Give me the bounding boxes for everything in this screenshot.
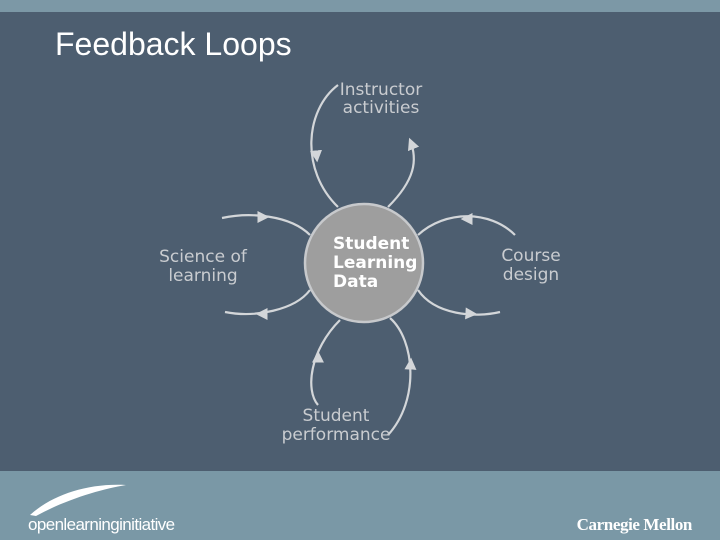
center-label-line-1: Student	[333, 234, 409, 254]
oli-logo-text: openlearninginitiative	[28, 515, 175, 534]
node-top-line-2: activities	[343, 98, 420, 118]
loop-right-top	[417, 215, 516, 236]
feedback-loop-diagram: Student Learning Data Instructor activit…	[159, 80, 561, 445]
oli-logo: openlearninginitiative	[22, 475, 192, 535]
loop-right-bottom	[417, 289, 501, 316]
node-left-line-2: learning	[168, 266, 237, 286]
arrow-top-down	[310, 149, 323, 163]
center-label-line-3: Data	[333, 272, 378, 292]
node-top-line-1: Instructor	[340, 80, 422, 100]
node-right-line-1: Course	[501, 246, 560, 266]
carnegie-mellon-logo-text: Carnegie Mellon	[576, 515, 693, 534]
center-circle	[303, 202, 425, 324]
loop-left-top	[221, 214, 311, 236]
loop-top-in	[387, 137, 420, 208]
oli-swoosh-icon	[30, 484, 126, 516]
loop-top-out	[310, 84, 339, 208]
node-left-line-1: Science of	[159, 247, 248, 267]
node-bottom-line-1: Student	[303, 406, 370, 426]
slide-title: Feedback Loops	[55, 26, 292, 62]
node-right-line-2: design	[503, 265, 559, 285]
loop-bottom-left	[310, 319, 341, 406]
footer-bar: openlearninginitiative Carnegie Mellon	[0, 471, 720, 540]
loop-left-bottom	[224, 289, 311, 316]
top-accent-strip	[0, 0, 720, 12]
loop-bottom-right	[387, 317, 412, 436]
node-bottom-line-2: performance	[282, 425, 391, 445]
center-label-line-2: Learning	[333, 253, 417, 273]
